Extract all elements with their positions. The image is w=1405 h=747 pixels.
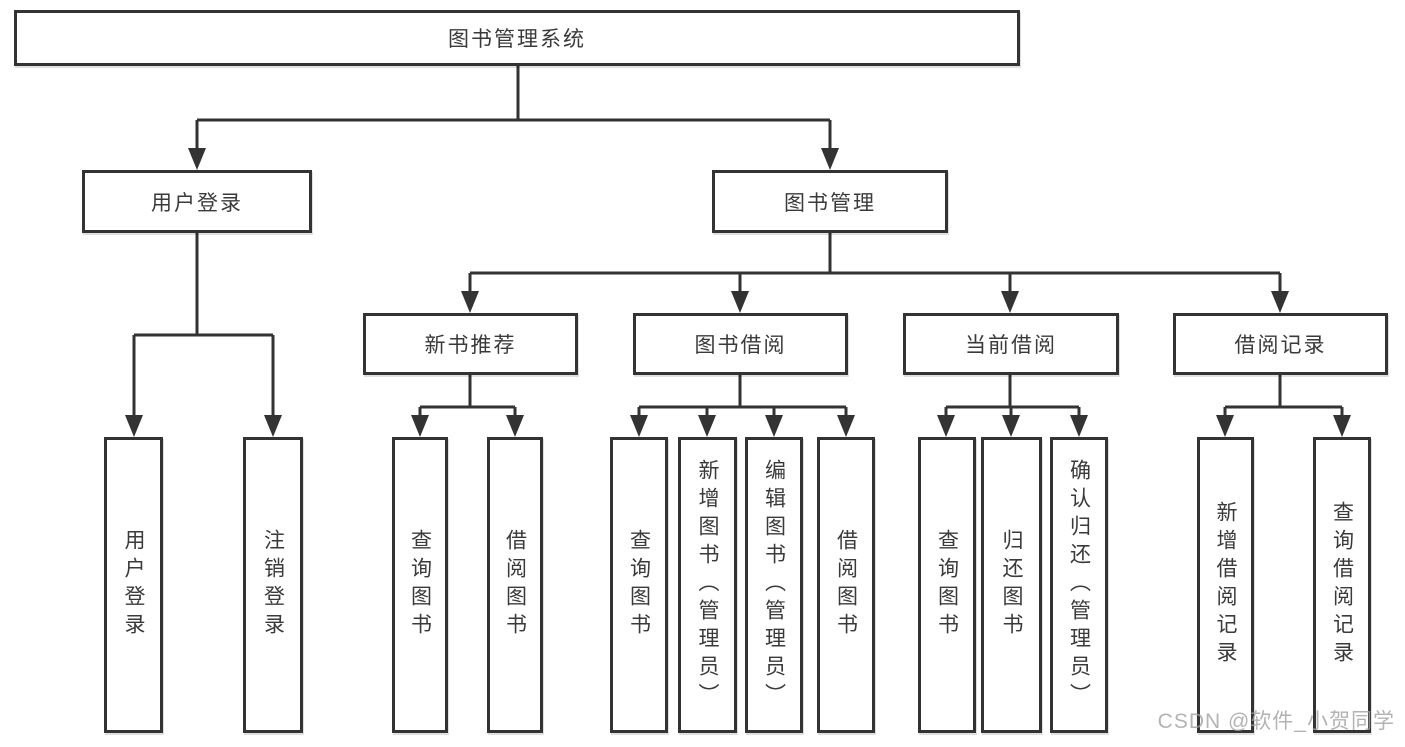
- csdn-watermark: CSDN @软件_小贺同学: [1157, 710, 1395, 733]
- node-user-login: 用户登录: [82, 170, 312, 233]
- leaf-query-borrow-record: 查询借阅记录: [1313, 437, 1371, 733]
- node-book-management-label: 图书管理: [784, 191, 876, 215]
- leaf-return-books-label: 归还图书: [1000, 529, 1023, 641]
- leaf-logout-label: 注销登录: [261, 529, 285, 641]
- leaf-borrow-books: 借阅图书: [817, 437, 875, 733]
- leaf-borrow-books-recommend: 借阅图书: [487, 437, 543, 733]
- leaf-query-borrow-record-label: 查询借阅记录: [1330, 501, 1354, 669]
- leaf-add-borrow-record-label: 新增借阅记录: [1214, 501, 1237, 669]
- leaf-user-login: 用户登录: [104, 437, 163, 733]
- node-root-system: 图书管理系统: [14, 10, 1020, 66]
- leaf-confirm-return-admin-label: 确认归还（管理员）: [1067, 459, 1091, 711]
- leaf-query-books-borrow-label: 查询图书: [627, 529, 651, 641]
- leaf-query-books-borrow: 查询图书: [610, 437, 668, 733]
- leaf-add-books-admin-label: 新增图书（管理员）: [696, 459, 719, 711]
- node-book-borrow: 图书借阅: [633, 313, 848, 375]
- leaf-query-books-current-label: 查询图书: [935, 529, 959, 641]
- leaf-borrow-books-label: 借阅图书: [834, 529, 858, 641]
- node-borrow-records-label: 借阅记录: [1234, 334, 1327, 357]
- leaf-edit-books-admin-label: 编辑图书（管理员）: [762, 459, 786, 711]
- leaf-user-login-label: 用户登录: [122, 529, 145, 641]
- leaf-borrow-books-recommend-label: 借阅图书: [503, 529, 527, 641]
- leaf-return-books: 归还图书: [981, 437, 1042, 733]
- leaf-add-borrow-record: 新增借阅记录: [1197, 437, 1254, 733]
- leaf-query-books-recommend-label: 查询图书: [408, 529, 432, 641]
- leaf-edit-books-admin: 编辑图书（管理员）: [745, 437, 803, 733]
- node-current-borrow: 当前借阅: [903, 313, 1119, 375]
- leaf-logout: 注销登录: [243, 437, 303, 733]
- node-new-book-recommend: 新书推荐: [363, 313, 578, 375]
- leaf-query-books-current: 查询图书: [918, 437, 976, 733]
- node-root-label: 图书管理系统: [448, 28, 586, 51]
- node-book-management: 图书管理: [712, 170, 948, 233]
- leaf-add-books-admin: 新增图书（管理员）: [678, 437, 737, 733]
- node-current-borrow-label: 当前借阅: [965, 334, 1057, 357]
- node-user-login-label: 用户登录: [151, 191, 243, 215]
- node-new-book-recommend-label: 新书推荐: [424, 334, 517, 357]
- node-book-borrow-label: 图书借阅: [694, 334, 787, 357]
- arrowhead-icons: [125, 148, 1351, 437]
- leaf-confirm-return-admin: 确认归还（管理员）: [1050, 437, 1108, 733]
- node-borrow-records: 借阅记录: [1173, 313, 1388, 375]
- leaf-query-books-recommend: 查询图书: [392, 437, 448, 733]
